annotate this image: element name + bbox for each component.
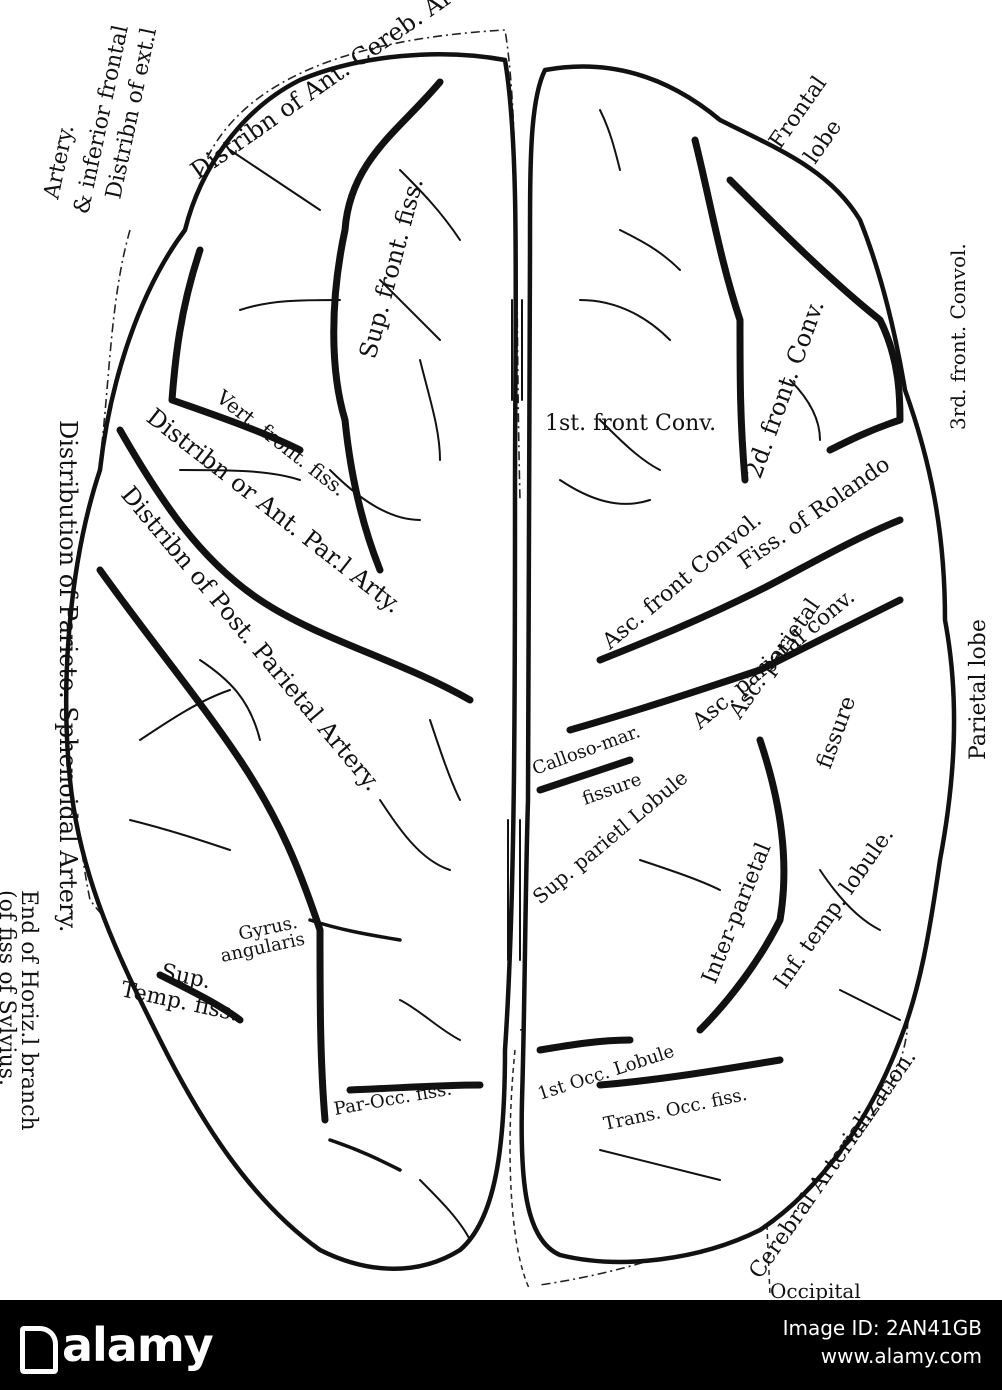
vert-front-fissure-line [168,246,304,454]
left-occ-sulci [308,918,402,1172]
left-minor-sulci [129,149,471,1241]
second-front-fissure [726,176,904,454]
label-end-horiz-b: (of fiss of Sylvius. [0,890,19,1086]
label-parieto-sph: Distribution of Parieto. Sphenoidal Arte… [54,420,82,932]
asc-parietal-fissure-line [566,596,904,734]
alamy-logo-icon [16,1322,58,1374]
midline-occ-boundary [509,1049,531,1291]
par-occ-line-left [346,1081,484,1094]
midline-detail [507,299,523,961]
brain-illustration: Distribn of Ant. Cereb. Artery Distribn … [0,0,991,1300]
label-parietal-lobe: Parietal lobe [966,619,991,760]
alamy-logo[interactable]: alamy [16,1318,214,1374]
brain-diagram: Distribn of Ant. Cereb. Artery Distribn … [0,0,991,1300]
footer-info: Image ID: 2AN41GB www.alamy.com [783,1314,982,1370]
trans-occ-line [596,1056,784,1089]
rolando-fissure [596,516,904,664]
site-url[interactable]: www.alamy.com [820,1344,982,1368]
watermark-bar: alamy Image ID: 2AN41GB www.alamy.com [0,1300,1002,1390]
sup-temp-line [156,971,244,1024]
label-occipital: Occipital [770,1279,861,1300]
label-frontal-lobe-b: lobe [799,115,847,168]
sup-front-fissure-line [330,78,444,574]
inter-parietal-line [696,736,788,1034]
label-first-front: 1st. front Conv. [545,411,716,436]
alamy-logo-text: alamy [62,1318,214,1372]
right-minor-sulci [559,109,901,1181]
first-front-fissure [691,136,749,484]
first-occ-line [536,1036,634,1054]
image-id: Image ID: 2AN41GB [782,1316,982,1340]
post-par-line [96,566,329,1124]
label-end-horiz-a: End of Horiz.l branch [16,890,41,1131]
calloso-marginal-line [536,756,634,794]
right-hemisphere [519,64,957,1265]
ant-par-line [116,426,474,704]
label-third-front: 3rd. front. Convol. [946,243,970,430]
